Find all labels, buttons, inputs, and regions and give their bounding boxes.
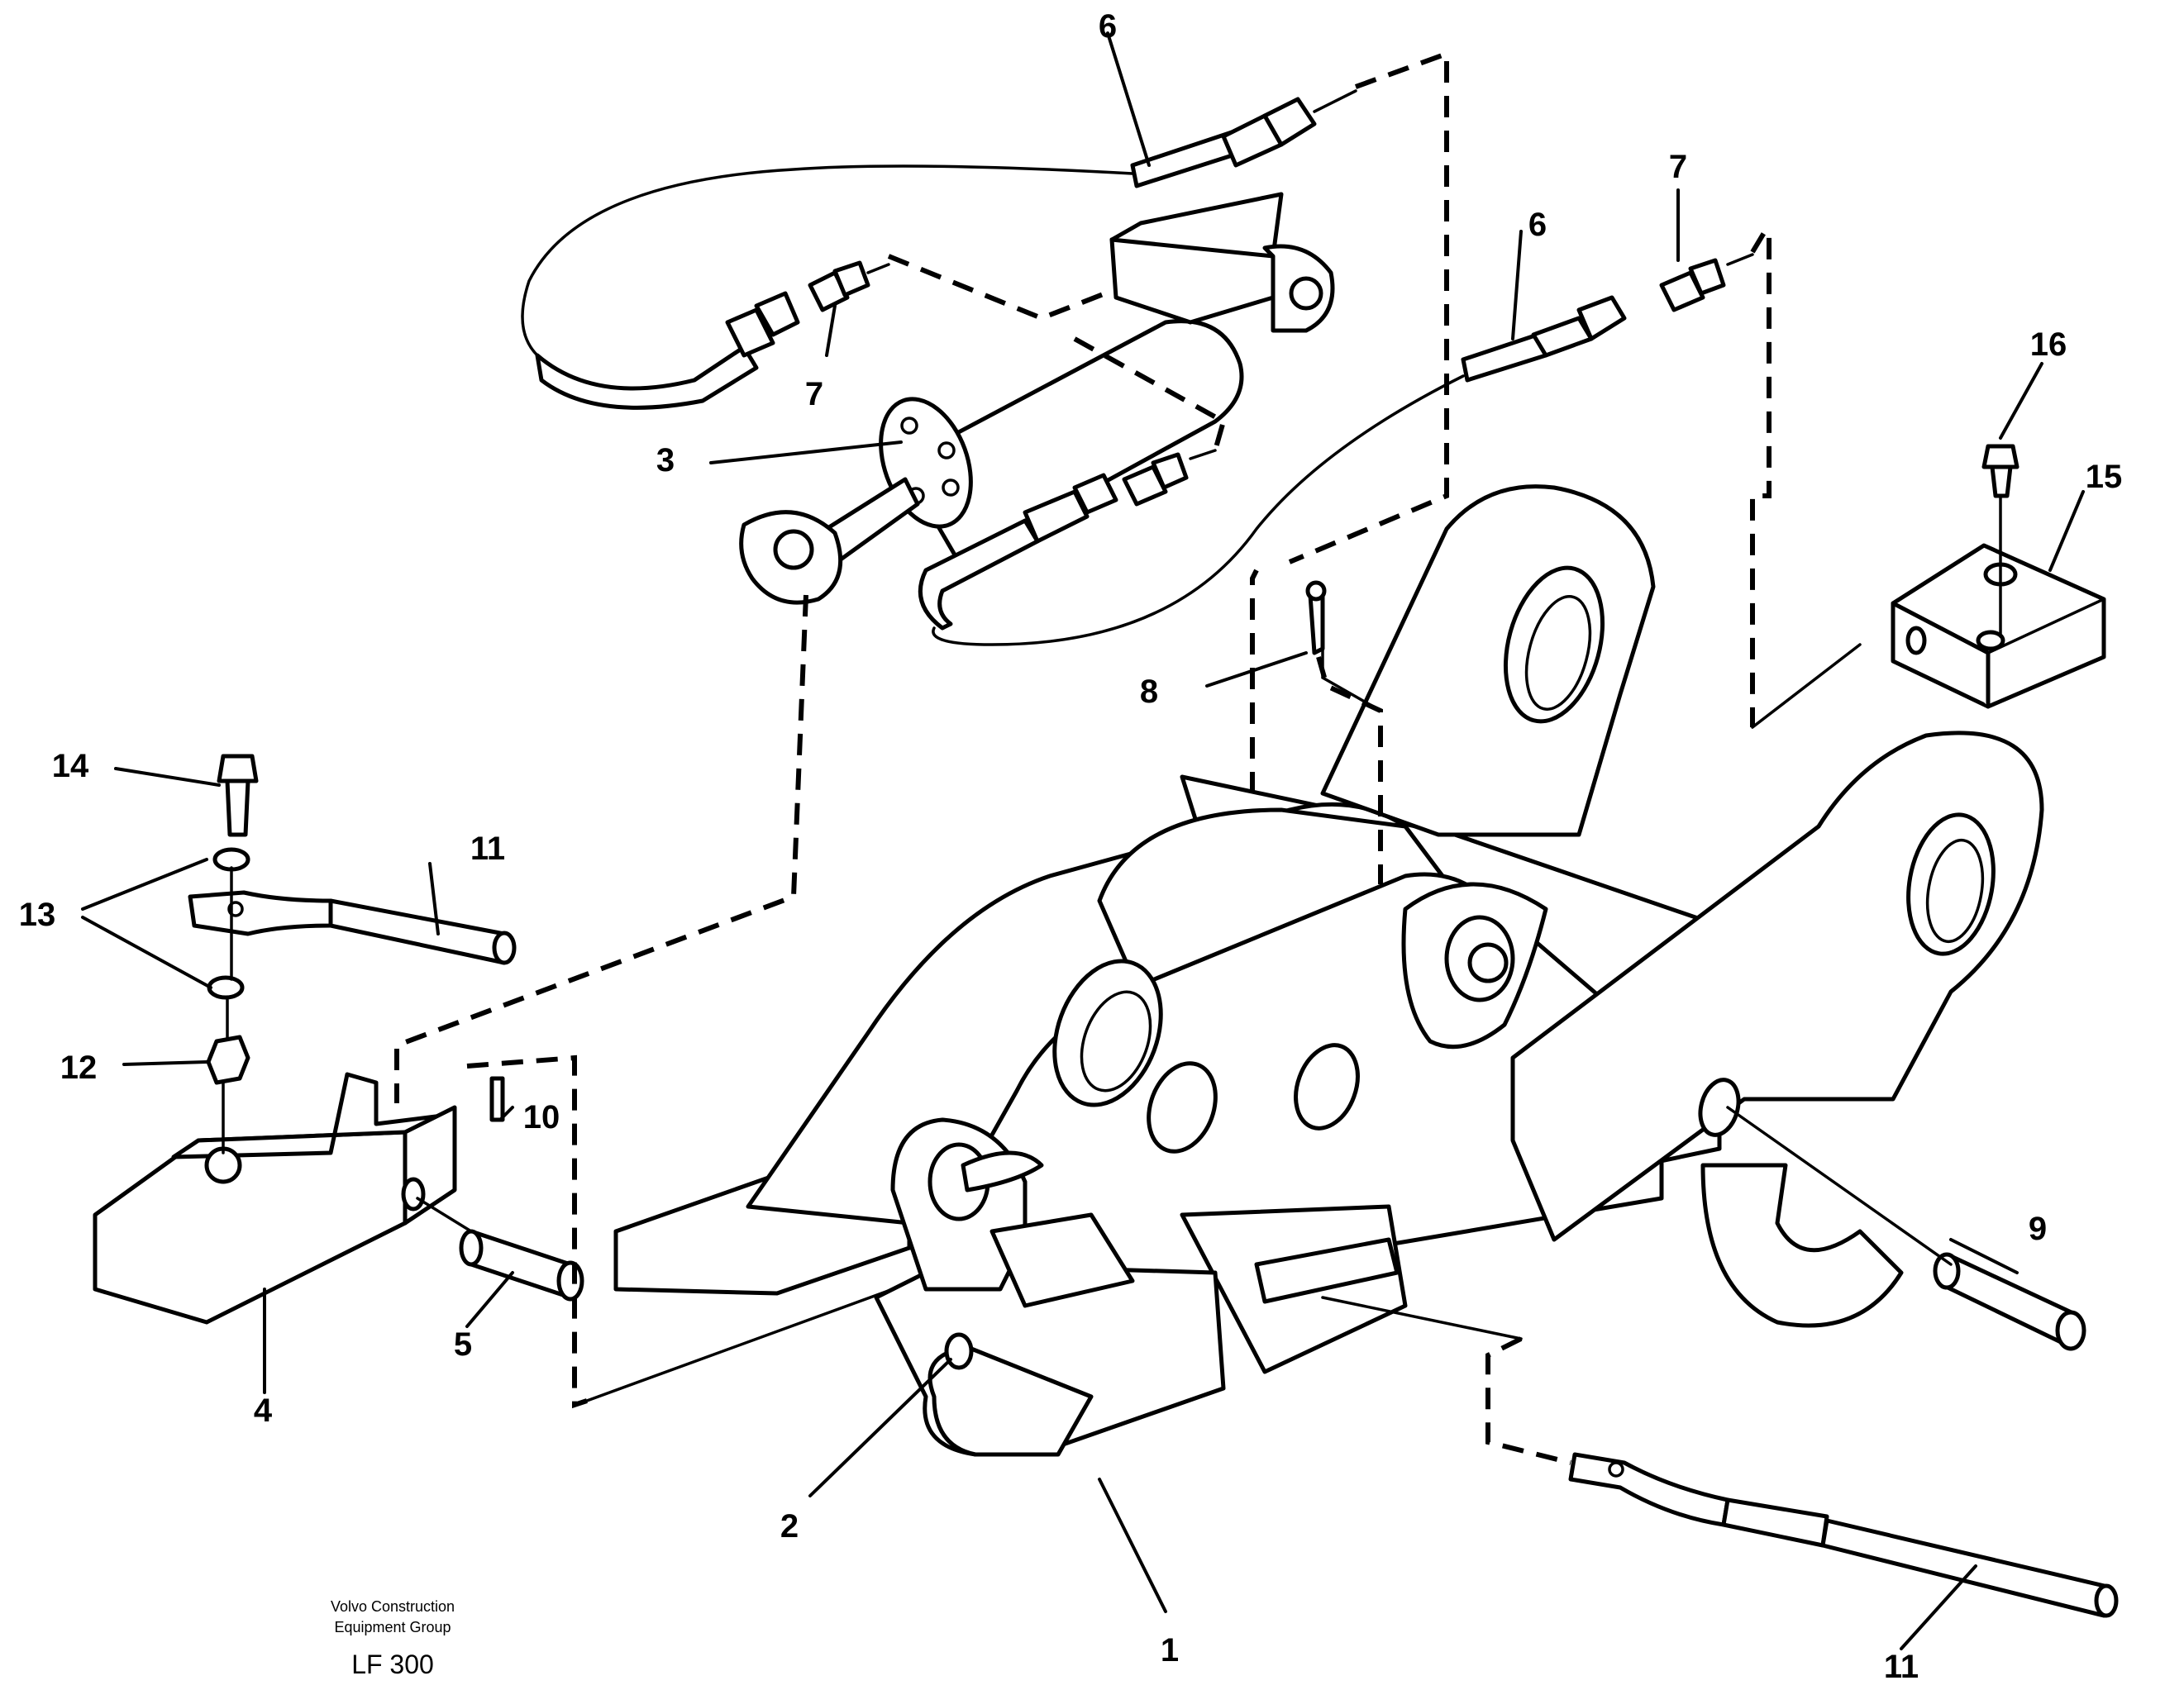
assembly-lines: [222, 50, 2002, 1465]
callout-14: 14: [52, 748, 89, 784]
callout-10: 10: [523, 1099, 560, 1135]
part-14-bolt: [217, 754, 259, 837]
part-9-pin: [1933, 1252, 2086, 1351]
callout-13: 13: [19, 897, 56, 933]
callout-5: 5: [454, 1326, 472, 1363]
part-8-cotter-pin: [1305, 580, 1327, 655]
callout-15: 15: [2086, 459, 2123, 495]
part-6-hose-lower: [918, 473, 1118, 631]
footer: Volvo Construction Equipment Group LF 30…: [331, 1598, 455, 1679]
callout-1: 1: [1161, 1632, 1179, 1669]
part-10-roll-pin: [489, 1076, 505, 1122]
callout-11-left: 11: [470, 831, 505, 867]
model-designation: LF 300: [351, 1650, 434, 1679]
callout-7-right: 7: [1669, 149, 1687, 185]
part-13-washer-lower: [207, 975, 245, 1000]
part-3-hydraulic-cylinder: [739, 192, 1335, 605]
part-11-rod-left: [188, 890, 517, 965]
part-11-rod-right: [1568, 1452, 2119, 1618]
callout-11-right: 11: [1884, 1649, 1919, 1685]
callout-16: 16: [2030, 326, 2067, 363]
part-6-hose-right: [932, 295, 1627, 646]
part-7-fitting-upper: [808, 260, 890, 312]
callout-12: 12: [60, 1050, 98, 1086]
part-15-block: [1891, 543, 2106, 709]
callout-2: 2: [780, 1508, 799, 1545]
part-6-hose-upper: [521, 89, 1357, 357]
part-7-fitting-lower: [1122, 449, 1217, 507]
part-4-lever-block: [93, 1072, 457, 1325]
callout-4: 4: [254, 1392, 273, 1429]
part-5-pin: [459, 1229, 584, 1302]
callout-6-upper: 6: [1099, 8, 1117, 45]
callout-7-upper: 7: [805, 376, 823, 412]
callout-3: 3: [656, 442, 675, 478]
callout-9: 9: [2029, 1211, 2047, 1247]
callout-labels: 6 7 6 7 3 16 15 8 14 11 13 12 10 9 5 4 2…: [19, 8, 2123, 1685]
company-name-line2: Equipment Group: [334, 1619, 451, 1635]
part-12-nut: [206, 1035, 250, 1085]
part-1-coupler-frame: [613, 484, 2044, 1457]
part-6-hose-left: [535, 291, 800, 410]
company-name-line1: Volvo Construction: [331, 1598, 455, 1615]
part-2-locking-pin: [944, 1332, 974, 1370]
leader-lines: [81, 31, 2085, 1650]
callout-8: 8: [1140, 674, 1158, 710]
callout-6-right: 6: [1528, 207, 1547, 243]
part-7-fitting-right: [1659, 253, 1754, 312]
part-16-bolt: [1981, 444, 2019, 498]
